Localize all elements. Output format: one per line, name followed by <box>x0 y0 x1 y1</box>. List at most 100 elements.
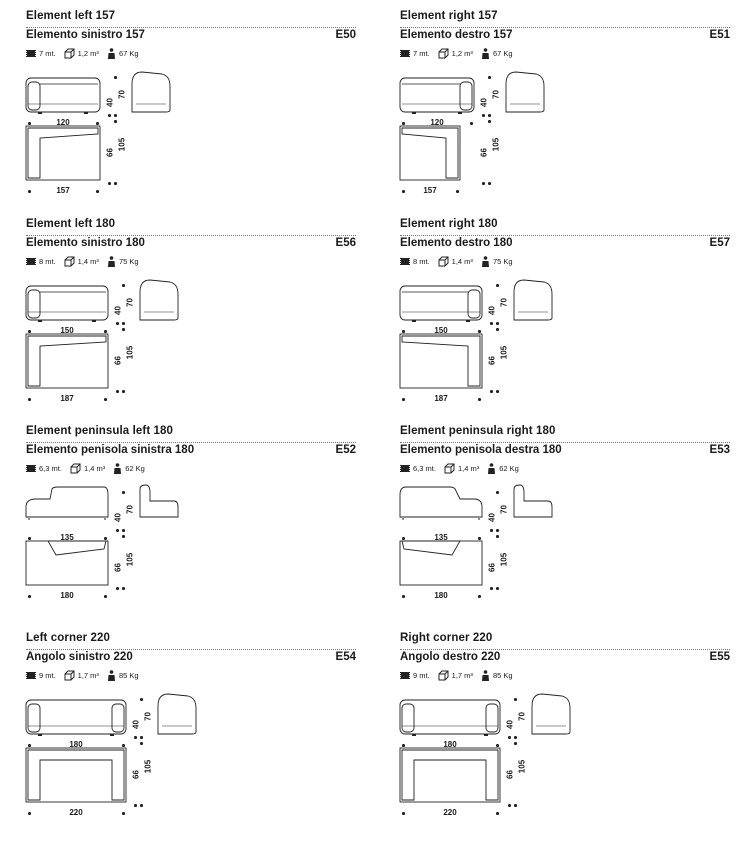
total-height-label: 70 <box>143 712 153 721</box>
dimension-dot <box>116 390 119 393</box>
dimension-dot <box>508 804 511 807</box>
plan-width-label: 157 <box>423 186 437 195</box>
weight-spec: 62 Kg <box>113 463 145 474</box>
fabric-spec: 7 mt. <box>400 49 430 58</box>
depth-a-label: 66 <box>479 148 489 157</box>
fabric-icon <box>26 465 36 472</box>
plan-view <box>399 125 461 181</box>
weight-person-icon <box>107 48 115 59</box>
sofa-drawings <box>399 71 545 181</box>
volume-value: 1,7 m³ <box>77 671 99 680</box>
sofa-drawings <box>399 484 553 586</box>
plan-view <box>25 540 109 586</box>
total-height-label: 70 <box>117 90 127 99</box>
dimension-dot <box>114 76 117 79</box>
depth-b-label: 105 <box>125 552 135 567</box>
fabric-icon <box>400 672 410 679</box>
fabric-value: 7 mt. <box>413 49 430 58</box>
fabric-icon <box>400 50 410 57</box>
dimension-dot <box>122 587 125 590</box>
depth-b-label: 105 <box>499 345 509 360</box>
fabric-icon <box>400 258 410 265</box>
dimension-dot <box>508 736 511 739</box>
fabric-spec: 9 mt. <box>26 671 56 680</box>
front-width-label: 150 <box>60 326 74 335</box>
dimension-dot <box>478 398 481 401</box>
total-height-label: 70 <box>491 90 501 99</box>
dimension-dot <box>122 529 125 532</box>
box-volume-icon <box>64 256 75 267</box>
box-volume-icon <box>70 463 81 474</box>
dimension-dot <box>122 328 125 331</box>
dimension-dot <box>122 491 125 494</box>
box-volume-icon <box>64 48 75 59</box>
front-view <box>399 486 483 520</box>
title-italian: Elemento penisola destra 180 <box>400 444 562 456</box>
depth-a-label: 66 <box>487 356 497 365</box>
weight-value: 62 Kg <box>125 464 145 473</box>
title-italian: Angolo destro 220 <box>400 651 501 663</box>
front-view <box>399 699 501 736</box>
depth-b-label: 105 <box>125 345 135 360</box>
weight-person-icon <box>488 463 496 474</box>
dimension-dot <box>116 529 119 532</box>
title-english: Right corner 220 <box>400 632 493 644</box>
dimension-dot <box>402 398 405 401</box>
weight-spec: 75 Kg <box>481 256 513 267</box>
box-volume-icon <box>444 463 455 474</box>
dimension-dot <box>114 182 117 185</box>
dimension-dot <box>470 122 473 125</box>
product-code: E56 <box>335 237 356 249</box>
fabric-spec: 6,3 mt. <box>400 464 436 473</box>
dimension-dot <box>490 390 493 393</box>
depth-a-label: 66 <box>113 563 123 572</box>
dimension-dot <box>108 114 111 117</box>
depth-b-label: 105 <box>117 137 127 152</box>
dimension-dot <box>96 190 99 193</box>
weight-spec: 67 Kg <box>107 48 139 59</box>
dimension-dot <box>490 322 493 325</box>
depth-b-label: 105 <box>143 759 153 774</box>
fabric-value: 9 mt. <box>39 671 56 680</box>
dimension-dot <box>456 190 459 193</box>
front-width-label: 120 <box>56 118 70 127</box>
title-english: Element right 180 <box>400 218 498 230</box>
dimension-dot <box>478 330 481 333</box>
volume-spec: 1,2 m³ <box>438 48 473 59</box>
fabric-icon <box>26 50 36 57</box>
side-view <box>131 71 171 113</box>
dimension-dot <box>496 587 499 590</box>
dimension-dot <box>490 587 493 590</box>
front-view <box>399 285 483 322</box>
volume-spec: 1,4 m³ <box>64 256 99 267</box>
dimension-dot <box>96 122 99 125</box>
dotted-rule <box>26 235 356 236</box>
title-english: Element left 180 <box>26 218 116 230</box>
dimension-dot <box>140 742 143 745</box>
dimension-dot <box>402 595 405 598</box>
depth-a-label: 66 <box>487 563 497 572</box>
weight-value: 67 Kg <box>118 49 139 58</box>
volume-value: 1,4 m³ <box>77 257 99 266</box>
total-height-label: 70 <box>517 712 527 721</box>
dimension-dot <box>514 742 517 745</box>
front-width-label: 120 <box>430 118 444 127</box>
weight-person-icon <box>107 670 115 681</box>
volume-spec: 1,2 m³ <box>64 48 99 59</box>
fabric-value: 8 mt. <box>39 257 56 266</box>
fabric-spec: 9 mt. <box>400 671 430 680</box>
dimension-dot <box>496 322 499 325</box>
dimension-dot <box>488 76 491 79</box>
weight-person-icon <box>114 463 122 474</box>
dimension-dot <box>140 736 143 739</box>
depth-a-label: 66 <box>505 770 515 779</box>
weight-spec: 62 Kg <box>487 463 519 474</box>
weight-value: 75 Kg <box>492 257 513 266</box>
